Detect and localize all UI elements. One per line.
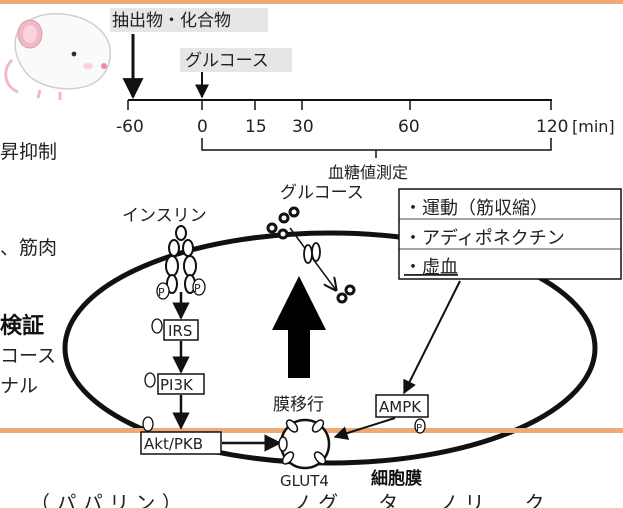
- glut4-label: GLUT4: [280, 472, 329, 490]
- left-fragment: 昇抑制: [0, 141, 57, 163]
- timeline-unit: [min]: [572, 117, 615, 136]
- ampk-label: AMPK: [379, 398, 422, 416]
- glucose-molecule-icon: [266, 206, 356, 304]
- top-divider: [0, 0, 623, 4]
- tick-label: -60: [116, 117, 144, 137]
- phospho-label: P: [158, 286, 165, 299]
- ampk-box: AMPK: [375, 394, 429, 434]
- akt-box: Akt/PKB: [140, 416, 222, 455]
- tick-label: 60: [398, 117, 420, 137]
- tick-label: 0: [197, 117, 208, 137]
- tick-label: 30: [292, 117, 314, 137]
- glucose-cell-label: グルコース: [280, 183, 364, 203]
- extract-label: 抽出物・化合物: [112, 11, 231, 31]
- insulin-label: インスリン: [122, 206, 207, 226]
- glucose-timeline-label: グルコース: [185, 51, 269, 71]
- membrane-label: 細胞膜: [371, 468, 422, 489]
- glut4-vesicle-icon: [278, 418, 331, 470]
- stimuli-box: ・運動（筋収縮） ・アディポネクチン ・虚血: [398, 188, 622, 280]
- measurement-bracket: [201, 138, 552, 151]
- stimulus-item: ・アディポネクチン: [404, 228, 565, 249]
- ampk-to-glut4-arrow: [333, 417, 396, 440]
- timeline-ticks: [127, 100, 552, 110]
- translocation-label: 膜移行: [273, 395, 324, 415]
- stimulus-item: ・運動（筋収縮）: [404, 198, 548, 219]
- glut4-membrane-icon: [303, 242, 321, 264]
- phospho-label: P: [194, 282, 201, 295]
- translocation-arrow: [272, 276, 326, 378]
- left-fragment: コース: [0, 345, 56, 367]
- phospho-label: P: [416, 423, 422, 434]
- phospho-marker: [156, 278, 206, 300]
- left-heading-fragment: 検証: [0, 313, 44, 339]
- left-fragment: 、筋肉: [0, 237, 57, 259]
- extract-label-bg: [110, 8, 268, 32]
- akt-label: Akt/PKB: [144, 435, 203, 453]
- stimulus-item: ・虚血: [404, 257, 458, 278]
- insulin-receptor-icon: [165, 225, 197, 294]
- irs-box: IRS: [151, 318, 199, 341]
- tick-label: 120: [536, 117, 568, 137]
- tick-label: 15: [245, 117, 267, 137]
- left-fragment: ナル: [0, 375, 38, 397]
- measurement-label: 血糖値測定: [328, 163, 408, 182]
- pi3k-label: PI3K: [160, 376, 194, 394]
- irs-label: IRS: [168, 322, 192, 340]
- mouse-icon: [4, 13, 112, 100]
- glucose-label-bg: [180, 48, 292, 72]
- pi3k-box: PI3K: [144, 372, 205, 395]
- stimuli-to-ampk-arrow: [403, 280, 461, 395]
- bottom-fragment: （ パ パ リ ン ） ノ グ タ ノ リ ク: [30, 491, 545, 508]
